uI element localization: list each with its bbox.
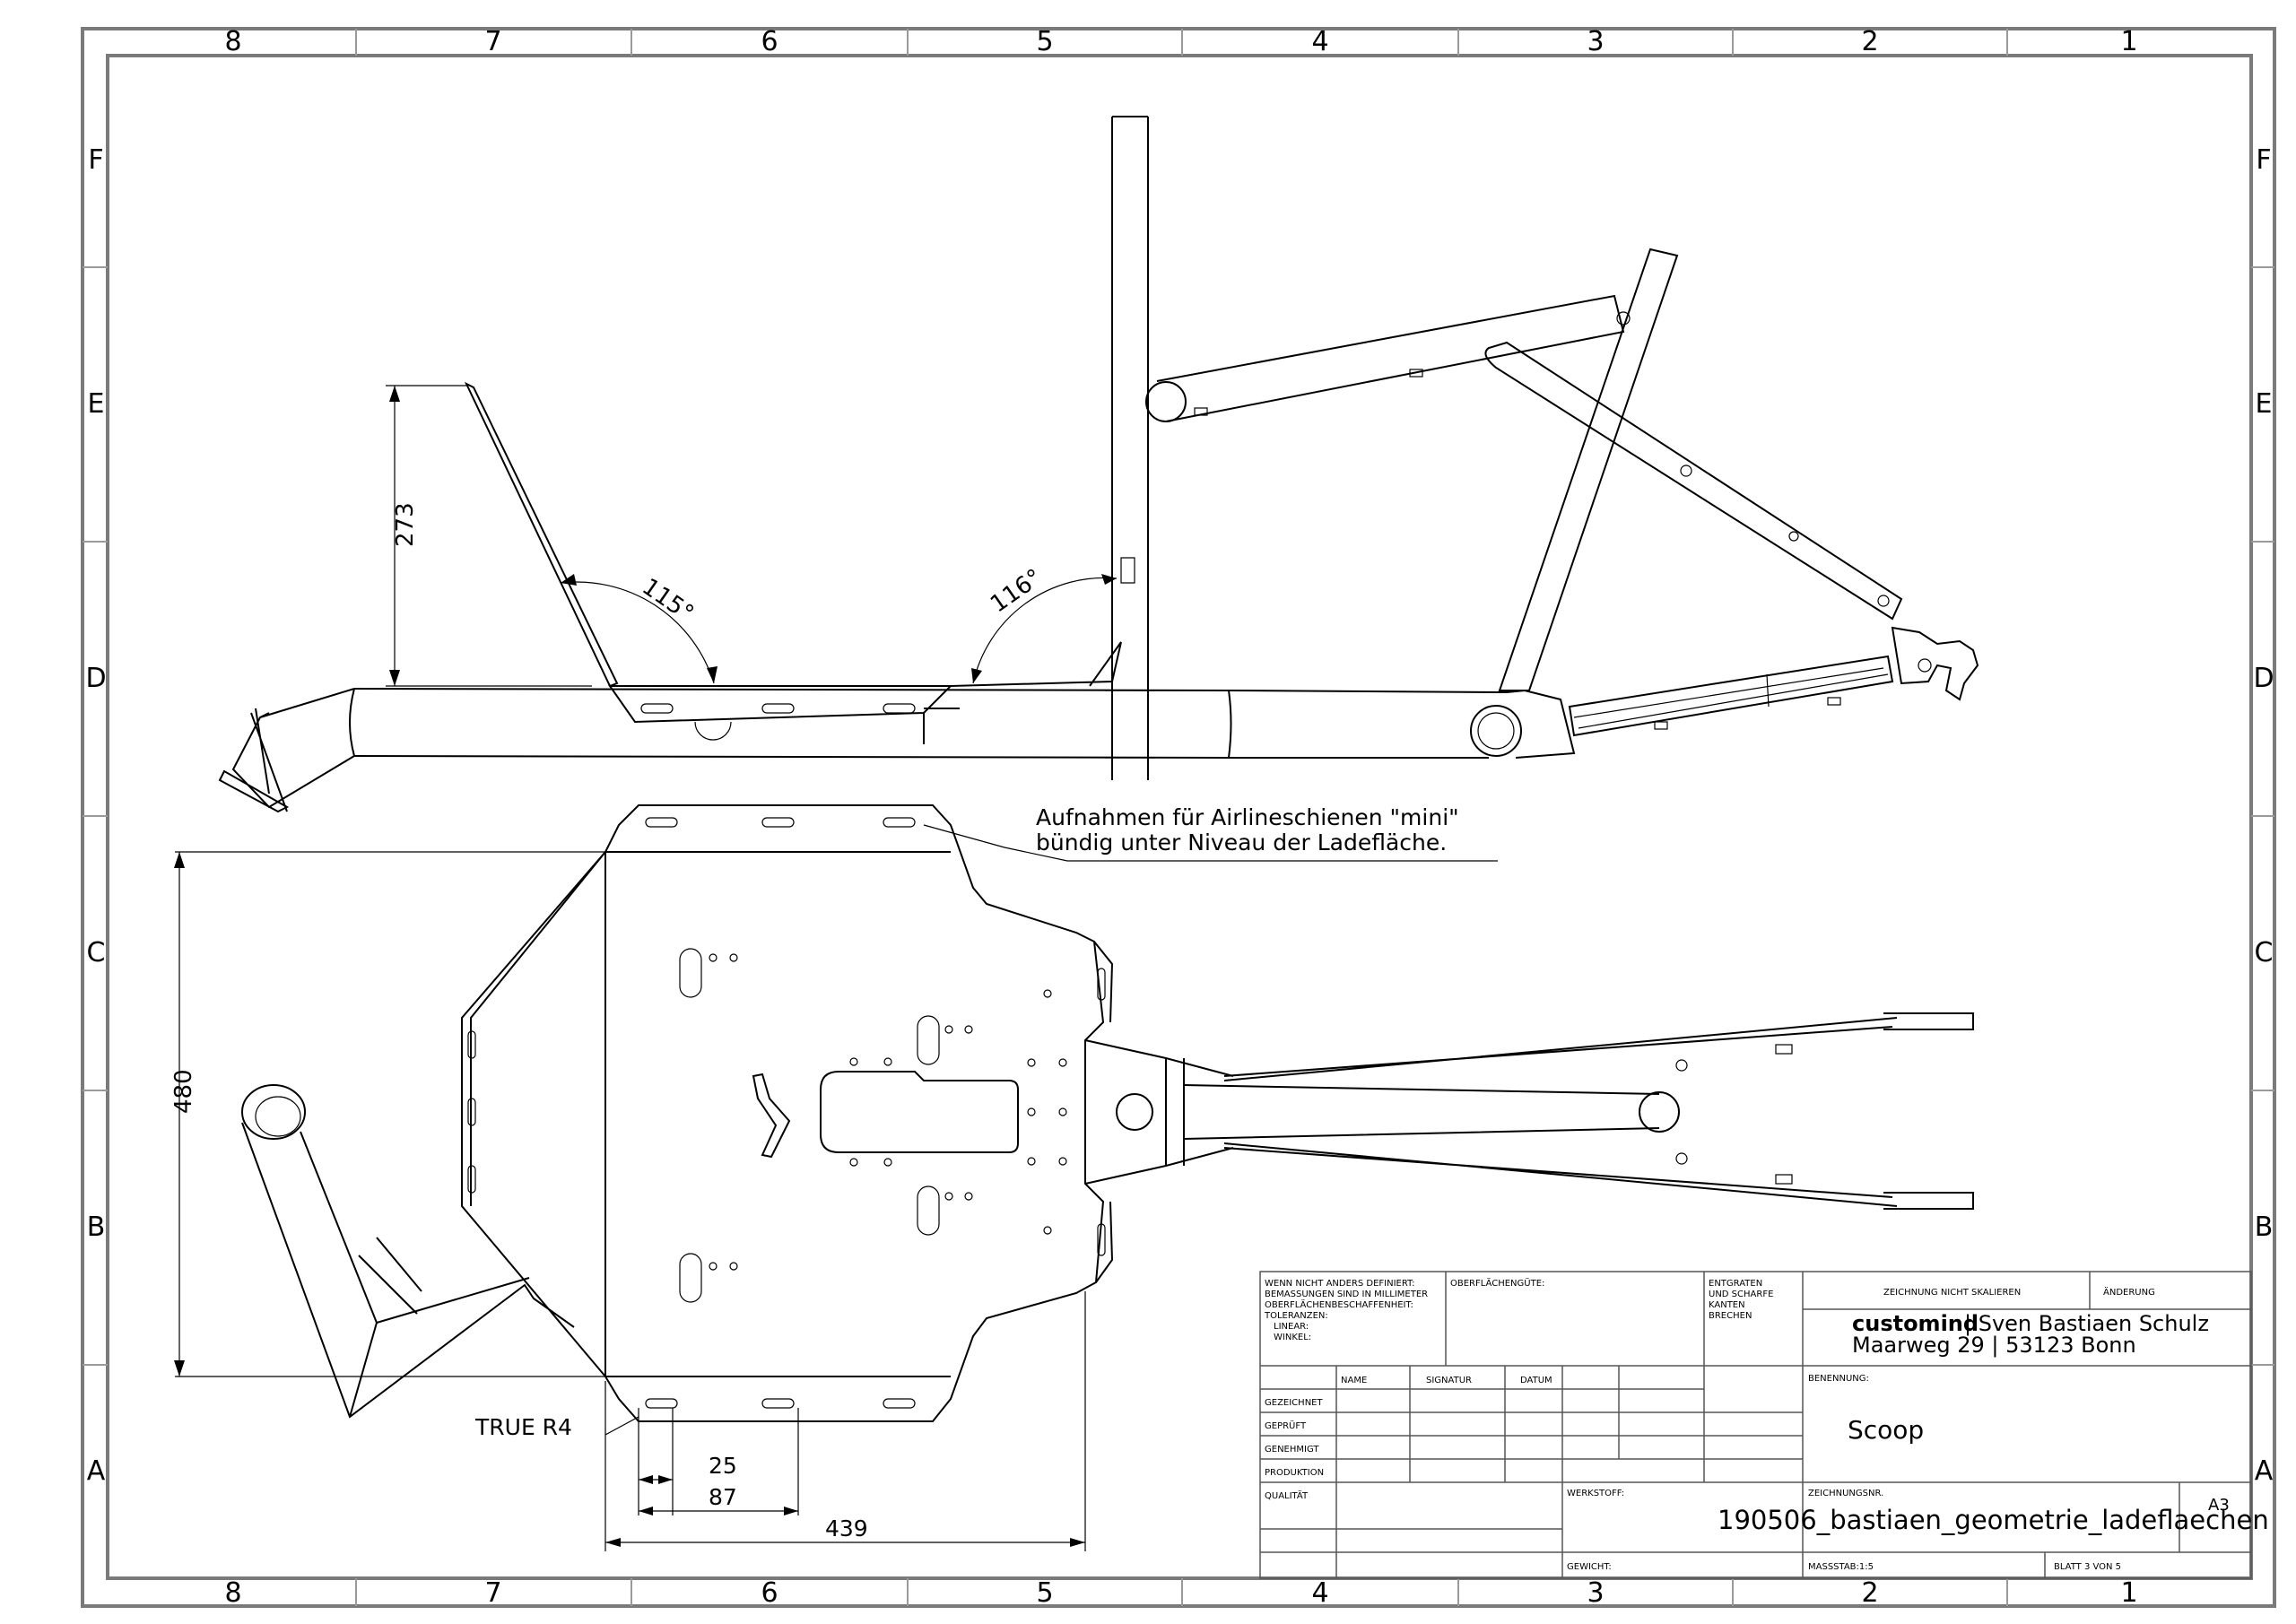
deburr-note: ENTGRATEN	[1709, 1279, 1762, 1289]
dim-25: 25	[709, 1453, 737, 1479]
row-label-checked: GEPRÜFT	[1265, 1420, 1307, 1431]
row-label-quality: QUALITÄT	[1265, 1489, 1309, 1501]
note-line-1: Aufnahmen für Airlineschienen "mini"	[1036, 804, 1459, 830]
weight-label: GEWICHT:	[1567, 1562, 1612, 1572]
col-label-bottom: 7	[484, 1577, 501, 1609]
row-label-right: F	[2256, 144, 2271, 176]
company-person: | Sven Bastiaen Schulz	[1964, 1311, 2209, 1336]
dim-480: 480	[170, 1069, 197, 1114]
row-label-approved: GENEHMIGT	[1265, 1445, 1319, 1455]
general-note: WENN NICHT ANDERS DEFINIERT:	[1265, 1279, 1414, 1289]
dim-87: 87	[709, 1484, 737, 1510]
row-label-right: B	[2255, 1211, 2274, 1243]
row-label-right: A	[2255, 1455, 2274, 1487]
outer-frame	[81, 27, 2276, 1608]
row-label-left: E	[88, 388, 105, 420]
col-header-signature: SIGNATUR	[1426, 1376, 1472, 1385]
designation-label: BENENNUNG:	[1808, 1374, 1869, 1384]
col-label-top: 8	[224, 26, 241, 57]
col-label-top: 4	[1311, 26, 1328, 57]
col-header-name: NAME	[1341, 1376, 1367, 1385]
col-label-top: 2	[1861, 26, 1878, 57]
surface-label: OBERFLÄCHENGÜTE:	[1450, 1277, 1544, 1289]
zone-ticks	[83, 29, 2274, 1606]
drawing-no-value: 190506_bastiaen_geometrie_ladeflaechen	[1718, 1505, 2269, 1535]
change-label: ÄNDERUNG	[2103, 1286, 2155, 1298]
designation-value: Scoop	[1848, 1415, 1924, 1445]
col-header-date: DATUM	[1520, 1376, 1552, 1385]
row-label-right: C	[2255, 937, 2274, 968]
deburr-note: KANTEN	[1709, 1300, 1745, 1310]
general-note: BEMASSUNGEN SIND IN MILLIMETER	[1265, 1290, 1428, 1299]
scale-label: MASSSTAB:1:5	[1808, 1562, 1874, 1572]
deburr-note: UND SCHARFE	[1709, 1290, 1773, 1299]
row-label-left: B	[87, 1211, 106, 1243]
material-label: WERKSTOFF:	[1567, 1489, 1624, 1498]
dim-439: 439	[825, 1515, 868, 1541]
col-label-bottom: 4	[1311, 1577, 1328, 1609]
company-address: Maarweg 29 | 53123 Bonn	[1852, 1333, 2136, 1358]
radius-label: TRUE R4	[474, 1414, 572, 1440]
col-label-bottom: 3	[1587, 1577, 1604, 1609]
sheet-number: BLATT 3 VON 5	[2054, 1562, 2121, 1572]
dim-273: 273	[392, 502, 419, 547]
company-name: customind	[1852, 1311, 1979, 1336]
sheet-size: A3	[2208, 1496, 2230, 1515]
col-label-bottom: 6	[761, 1577, 778, 1609]
row-label-left: D	[85, 663, 106, 694]
col-label-top: 7	[484, 26, 501, 57]
row-label-left: F	[88, 144, 103, 176]
note-line-2: bündig unter Niveau der Ladefläche.	[1036, 829, 1447, 855]
row-label-left: C	[87, 937, 106, 968]
row-label-right: D	[2253, 663, 2274, 694]
col-label-top: 5	[1036, 26, 1053, 57]
deburr-note: BRECHEN	[1709, 1311, 1752, 1321]
col-label-bottom: 5	[1036, 1577, 1053, 1609]
general-note: TOLERANZEN:	[1264, 1311, 1328, 1321]
general-note: LINEAR:	[1274, 1322, 1309, 1332]
drawing-no-label: ZEICHNUNGSNR.	[1808, 1489, 1883, 1498]
row-label-right: E	[2256, 388, 2273, 420]
general-note: WINKEL:	[1274, 1333, 1311, 1342]
col-label-bottom: 8	[224, 1577, 241, 1609]
top-view: Aufnahmen für Airlineschienen "mini" bün…	[170, 804, 1974, 1551]
general-note: OBERFLÄCHENBESCHAFFENHEIT:	[1265, 1298, 1413, 1310]
col-label-top: 3	[1587, 26, 1604, 57]
col-label-top: 6	[761, 26, 778, 57]
title-block: WENN NICHT ANDERS DEFINIERT: BEMASSUNGEN…	[1259, 1271, 2269, 1579]
no-scale-note: ZEICHNUNG NICHT SKALIEREN	[1883, 1288, 2021, 1298]
row-label-left: A	[87, 1455, 106, 1487]
col-label-bottom: 2	[1861, 1577, 1878, 1609]
row-label-production: PRODUKTION	[1265, 1468, 1324, 1478]
col-label-top: 1	[2120, 26, 2137, 57]
col-label-bottom: 1	[2120, 1577, 2137, 1609]
row-label-drawn: GEZEICHNET	[1265, 1398, 1323, 1408]
